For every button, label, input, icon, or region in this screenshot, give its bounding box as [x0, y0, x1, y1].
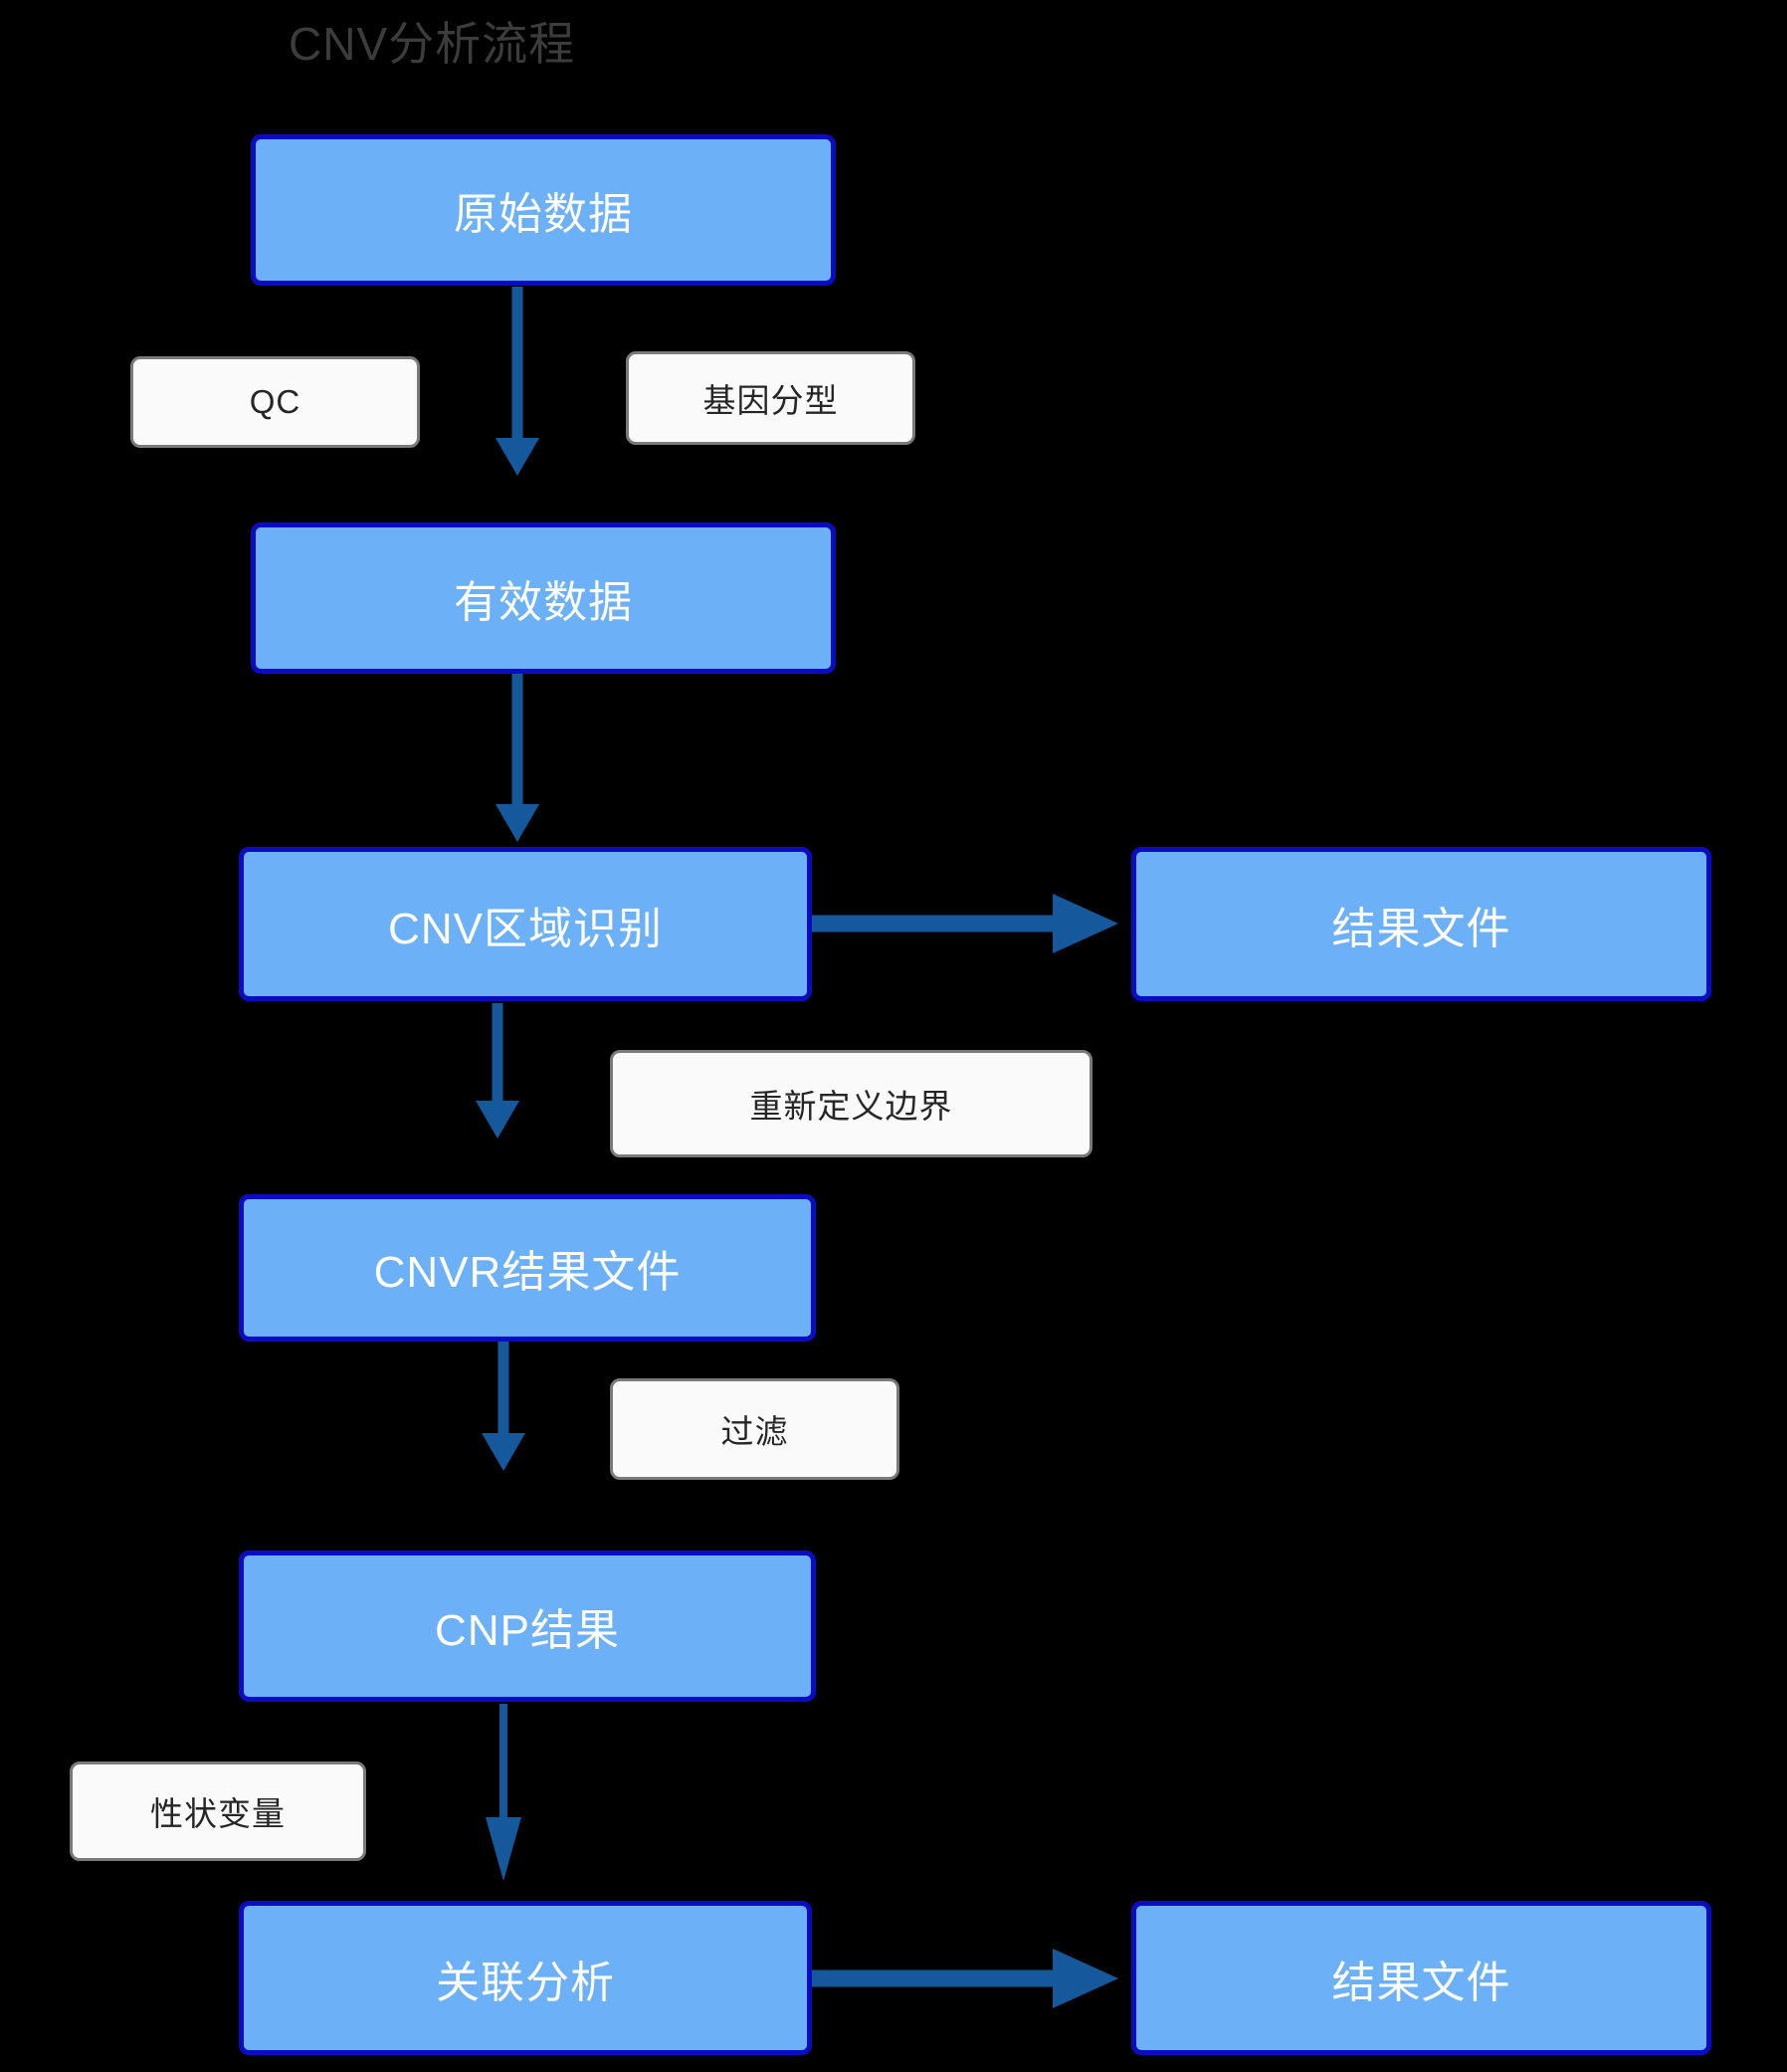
- edge-label-genotyping-text: 基因分型: [702, 382, 839, 419]
- node-valid-data[interactable]: 有效数据: [251, 522, 836, 674]
- node-raw-data[interactable]: 原始数据: [251, 134, 836, 286]
- node-cnvr-result[interactable]: CNVR结果文件: [239, 1194, 816, 1342]
- edge-cnv-to-cnvr: [476, 1003, 519, 1139]
- node-result-file-1-label: 结果文件: [1331, 904, 1511, 953]
- edge-label-redefine-text: 重新定义边界: [749, 1088, 953, 1125]
- node-cnp-result-label: CNP结果: [435, 1606, 620, 1655]
- edge-cnp-to-assoc: [486, 1704, 521, 1881]
- edge-label-filter[interactable]: 过滤: [610, 1378, 899, 1480]
- edge-cnvr-to-cnp: [482, 1336, 525, 1471]
- node-result-file-2-label: 结果文件: [1331, 1958, 1511, 2007]
- node-raw-data-label: 原始数据: [454, 190, 633, 239]
- edge-label-qc[interactable]: QC: [130, 356, 420, 448]
- node-result-file-2[interactable]: 结果文件: [1131, 1901, 1711, 2055]
- node-assoc-analysis[interactable]: 关联分析: [239, 1901, 812, 2055]
- node-cnvr-result-label: CNVR结果文件: [373, 1248, 682, 1297]
- edge-assoc-to-result2: [812, 1949, 1118, 2008]
- edge-label-genotyping[interactable]: 基因分型: [626, 351, 915, 445]
- edge-label-redefine[interactable]: 重新定义边界: [610, 1050, 1092, 1157]
- edge-label-trait-variable[interactable]: 性状变量: [70, 1761, 366, 1861]
- chart-title: CNV分析流程: [289, 18, 576, 70]
- node-cnp-result[interactable]: CNP结果: [239, 1551, 816, 1702]
- node-assoc-analysis-label: 关联分析: [436, 1958, 615, 2007]
- node-result-file-1[interactable]: 结果文件: [1131, 847, 1711, 1001]
- edge-label-qc-text: QC: [249, 383, 301, 420]
- edge-label-trait-variable-text: 性状变量: [150, 1795, 286, 1832]
- node-cnv-region-label: CNV区域识别: [388, 904, 663, 953]
- edge-valid-to-cnv: [496, 669, 539, 842]
- edge-cnv-to-result1: [812, 894, 1118, 953]
- edge-raw-to-valid: [496, 287, 539, 476]
- edge-label-filter-text: 过滤: [720, 1413, 789, 1450]
- node-valid-data-label: 有效数据: [454, 578, 633, 627]
- node-cnv-region[interactable]: CNV区域识别: [239, 847, 812, 1001]
